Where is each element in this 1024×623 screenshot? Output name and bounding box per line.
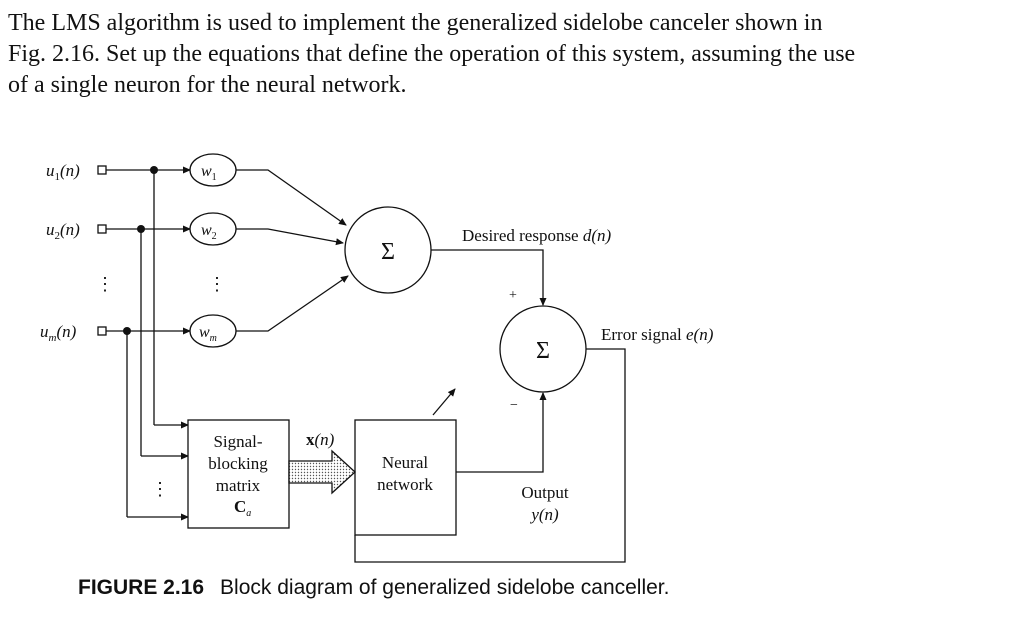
input-terminal-2 <box>97 224 107 234</box>
problem-statement: The LMS algorithm is used to implement t… <box>8 8 1008 101</box>
inputs-ellipsis: ⋮ <box>96 274 114 294</box>
figure-number: FIGURE 2.16 <box>78 576 205 599</box>
input-terminal-1 <box>97 165 107 175</box>
vector-signal-arrow <box>288 449 356 495</box>
blocking-matrix-symbol: Ca <box>234 497 251 519</box>
output-variable-label: y(n) <box>529 505 559 524</box>
input-label-m: um(n) <box>40 322 77 344</box>
taps-ellipsis: ⋮ <box>151 479 169 499</box>
figure-caption-text: Block diagram of generalized sidelobe ca… <box>220 576 670 599</box>
vector-signal-label: x(n) <box>306 430 335 449</box>
junction-dot-2 <box>137 225 145 233</box>
neural-network-block <box>354 419 457 536</box>
input-label-1: u1(n) <box>46 161 80 183</box>
output-label: Output <box>521 483 569 502</box>
input-label-2: u2(n) <box>46 220 80 242</box>
figure-caption: FIGURE 2.16 Block diagram of generalized … <box>78 576 669 600</box>
weight-label-m: wm <box>199 324 217 344</box>
neural-network-label-2: network <box>377 475 433 494</box>
junction-dot-m <box>123 327 131 335</box>
blocking-matrix-label-2: blocking <box>208 454 268 473</box>
weights-ellipsis: ⋮ <box>208 274 226 294</box>
input-terminal-m <box>97 326 107 336</box>
sigma-symbol-main: Σ <box>381 239 395 265</box>
blocking-matrix-label-1: Signal- <box>213 432 262 451</box>
error-signal-label: Error signal e(n) <box>601 325 714 344</box>
problem-line-3: of a single neuron for the neural networ… <box>8 72 407 98</box>
problem-line-1: The LMS algorithm is used to implement t… <box>8 10 823 36</box>
neural-network-label-1: Neural <box>382 453 429 472</box>
blocking-matrix-label-3: matrix <box>216 476 261 495</box>
sigma-symbol-error: Σ <box>536 338 550 364</box>
junction-dot-1 <box>150 166 158 174</box>
minus-sign: − <box>510 398 518 413</box>
plus-sign: + <box>509 288 517 303</box>
weight-label-1: w1 <box>201 163 217 183</box>
problem-line-2: Fig. 2.16. Set up the equations that def… <box>8 41 856 67</box>
weight-label-2: w2 <box>201 222 217 242</box>
desired-response-label: Desired response d(n) <box>462 226 612 245</box>
